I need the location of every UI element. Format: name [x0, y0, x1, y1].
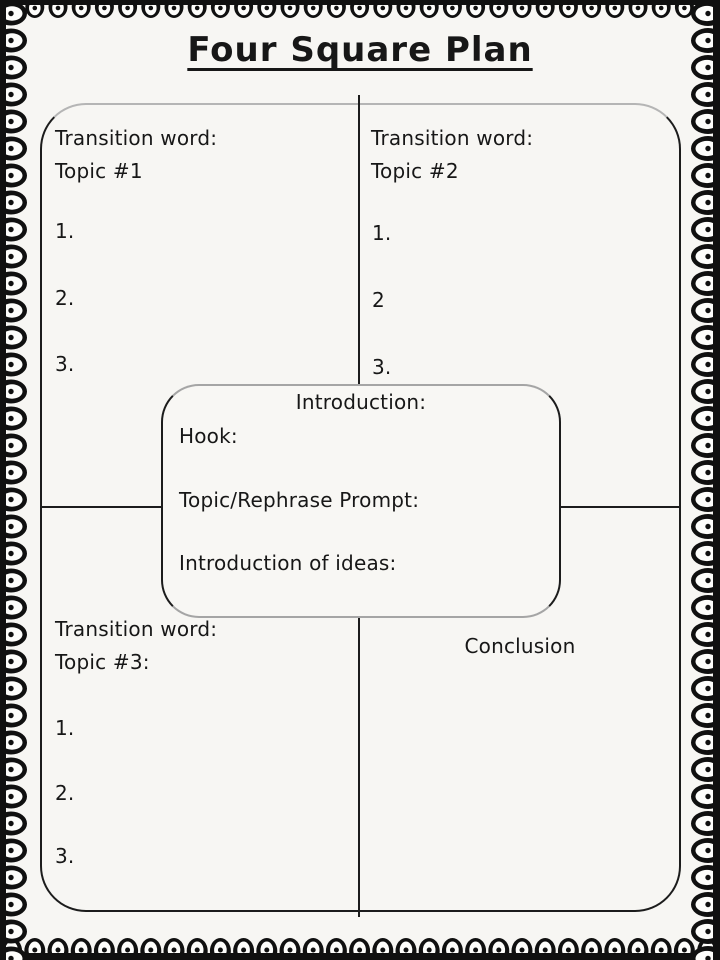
- topic-2-label: Topic #2: [371, 159, 459, 183]
- list-item-1: 1.: [55, 716, 75, 740]
- conclusion-label: Conclusion: [464, 634, 576, 658]
- transition-word-label: Transition word:: [55, 617, 218, 641]
- topic-1-label: Topic #1: [55, 159, 143, 183]
- list-item-3: 3.: [372, 355, 392, 379]
- list-item-2: 2.: [55, 781, 75, 805]
- hook-field-label: Hook:: [179, 424, 238, 448]
- list-item-3: 3.: [55, 352, 75, 376]
- list-item-3: 3.: [55, 844, 75, 868]
- list-item-2: 2.: [55, 286, 75, 310]
- topic-3-label: Topic #3:: [55, 650, 150, 674]
- page-title: Four Square Plan: [187, 30, 533, 70]
- list-item-1: 1.: [55, 219, 75, 243]
- introduction-box: [161, 384, 561, 618]
- list-item-1: 1.: [372, 221, 392, 245]
- topic-rephrase-prompt-field-label: Topic/Rephrase Prompt:: [179, 488, 420, 512]
- transition-word-label: Transition word:: [371, 126, 534, 150]
- list-item-2: 2: [372, 288, 385, 312]
- introduction-of-ideas-field-label: Introduction of ideas:: [179, 551, 397, 575]
- transition-word-label: Transition word:: [55, 126, 218, 150]
- introduction-box-title: Introduction:: [295, 390, 427, 414]
